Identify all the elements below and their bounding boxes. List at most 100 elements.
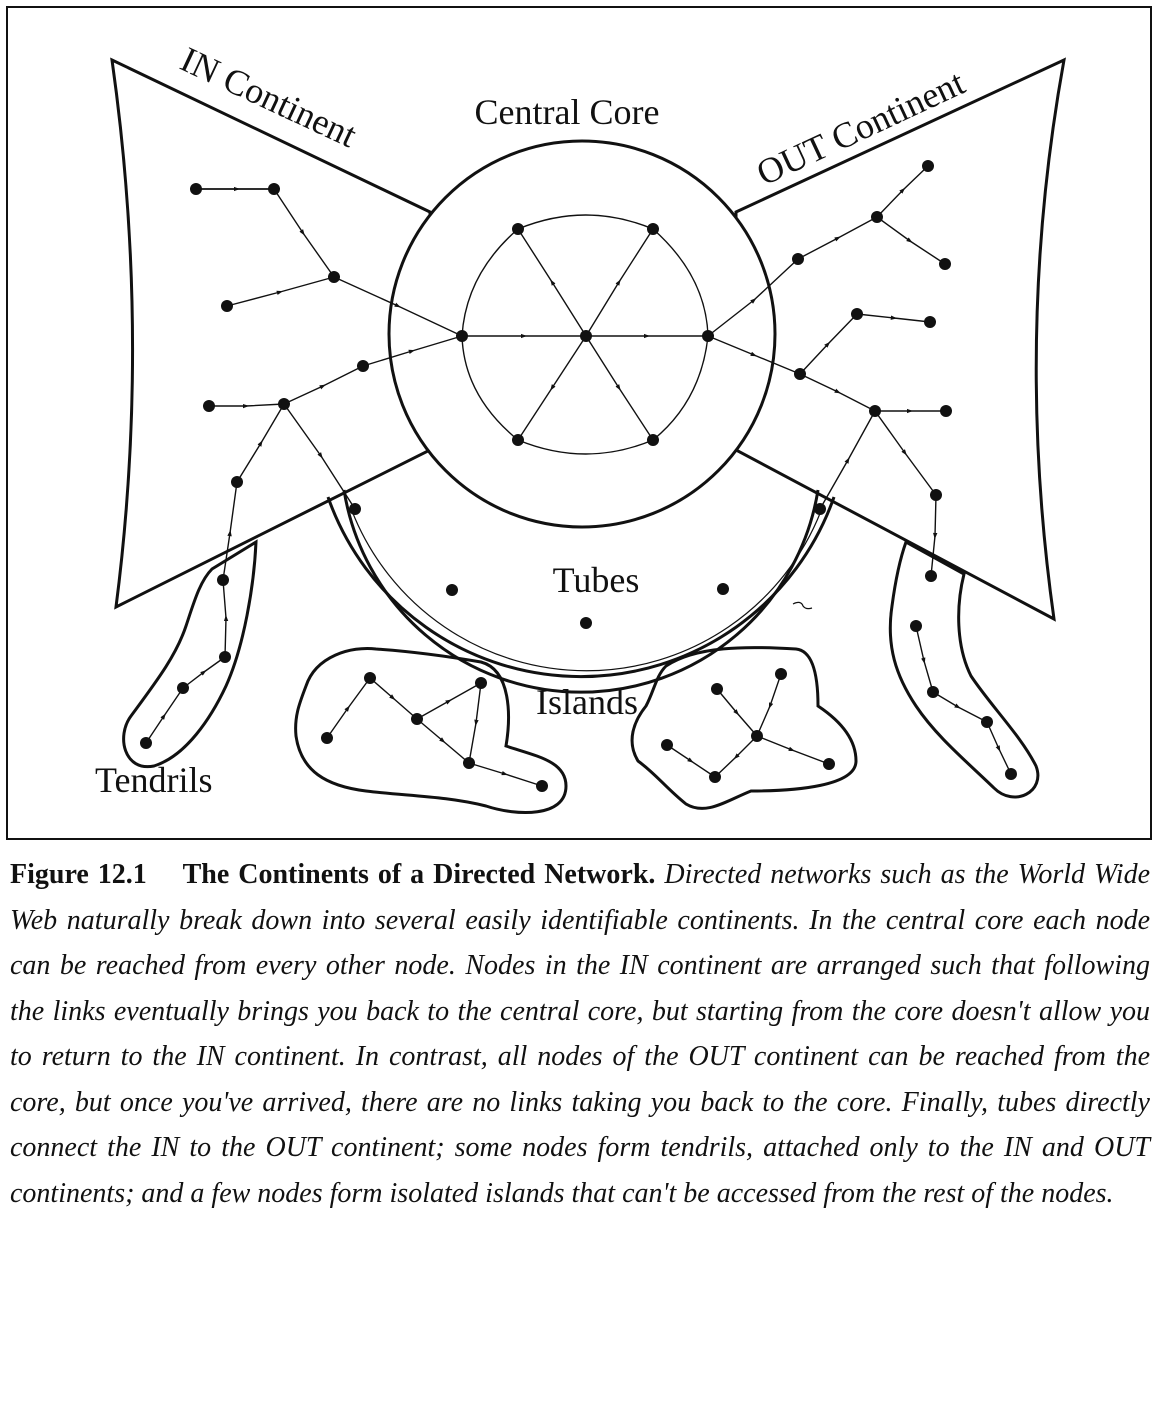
directed-link (799, 373, 876, 412)
directed-link (876, 165, 929, 218)
in-node (203, 400, 215, 412)
in-node (190, 183, 202, 195)
tube-node (717, 583, 729, 595)
island-node (661, 739, 673, 751)
out-node (939, 258, 951, 270)
directed-link (819, 410, 876, 510)
directed-link (876, 216, 946, 265)
tendril-node (1005, 768, 1017, 780)
figure-number: Figure 12.1 (10, 859, 147, 890)
central-core-label: Central Core (475, 92, 660, 132)
directed-link (517, 214, 654, 230)
island-node (321, 732, 333, 744)
tendril-left-outline (122, 539, 258, 769)
tube-node (814, 503, 826, 515)
directed-link (915, 625, 934, 693)
island-node (709, 771, 721, 783)
in-node (221, 300, 233, 312)
island-left-outline (294, 646, 568, 814)
directed-link (145, 687, 184, 744)
core-node (512, 223, 524, 235)
in-node (357, 360, 369, 372)
island-node (411, 713, 423, 725)
island-node (775, 668, 787, 680)
out-node (924, 316, 936, 328)
out-continent-label: OUT Continent (750, 62, 970, 193)
directed-link (222, 481, 238, 581)
directed-link (182, 656, 226, 689)
directed-link (369, 677, 418, 720)
island-node (751, 730, 763, 742)
tendril-node (177, 682, 189, 694)
in-node (328, 271, 340, 283)
tendril-node (910, 620, 922, 632)
in-continent-label: IN Continent (175, 39, 363, 155)
core-node (702, 330, 714, 342)
directed-link (930, 494, 938, 577)
tendrils-label: Tendrils (95, 760, 212, 800)
tendril-node (219, 651, 231, 663)
directed-link (756, 735, 830, 765)
out-node (869, 405, 881, 417)
directed-link (666, 744, 716, 778)
directed-link (468, 682, 482, 764)
directed-link (797, 216, 878, 260)
tendril-node (140, 737, 152, 749)
tubes-inner-arc (342, 489, 820, 694)
tubes-label: Tubes (553, 560, 640, 600)
tendril-node (981, 716, 993, 728)
island-node (463, 757, 475, 769)
directed-link (799, 313, 858, 375)
directed-link (362, 335, 463, 367)
island-node (475, 677, 487, 689)
directed-link (333, 276, 463, 337)
directed-link (461, 335, 519, 441)
tendril-node (217, 574, 229, 586)
figure-frame (6, 6, 1152, 840)
out-continent-shape (734, 57, 1066, 622)
core-node (580, 330, 592, 342)
core-node (512, 434, 524, 446)
tubes-link-arc (351, 510, 822, 672)
out-node (794, 368, 806, 380)
out-node (871, 211, 883, 223)
tubes-outer-arc (326, 496, 836, 679)
directed-link (283, 365, 364, 405)
core-node (647, 223, 659, 235)
island-right-outline (630, 646, 858, 810)
tendril-node (925, 570, 937, 582)
figure-caption-body: Directed networks such as the World Wide… (10, 859, 1151, 1209)
directed-link (652, 335, 709, 441)
tendril-node (231, 476, 243, 488)
directed-link (326, 677, 371, 739)
directed-link (707, 258, 799, 337)
in-node (278, 398, 290, 410)
directed-link (517, 335, 587, 441)
figure-caption: Figure 12.1 The Continents of a Directed… (10, 852, 1150, 1216)
directed-link (468, 762, 543, 787)
directed-link (585, 335, 654, 441)
out-node (922, 160, 934, 172)
directed-link (986, 721, 1012, 775)
directed-link (932, 691, 988, 723)
tendril-node (927, 686, 939, 698)
directed-link (585, 228, 654, 337)
directed-link (707, 335, 801, 375)
directed-link (874, 410, 937, 496)
directed-link (209, 403, 285, 409)
directed-link (236, 403, 285, 483)
in-node (268, 183, 280, 195)
directed-link (416, 718, 470, 764)
directed-link (416, 682, 482, 720)
out-node (930, 489, 942, 501)
directed-link (461, 228, 519, 337)
island-node (711, 683, 723, 695)
out-node (940, 405, 952, 417)
directed-link (517, 228, 587, 337)
directed-link (716, 688, 758, 737)
core-node (647, 434, 659, 446)
stray-mark (792, 601, 813, 610)
directed-link (652, 228, 709, 337)
figure-title: The Continents of a Directed Network. (182, 859, 656, 890)
core-node (456, 330, 468, 342)
